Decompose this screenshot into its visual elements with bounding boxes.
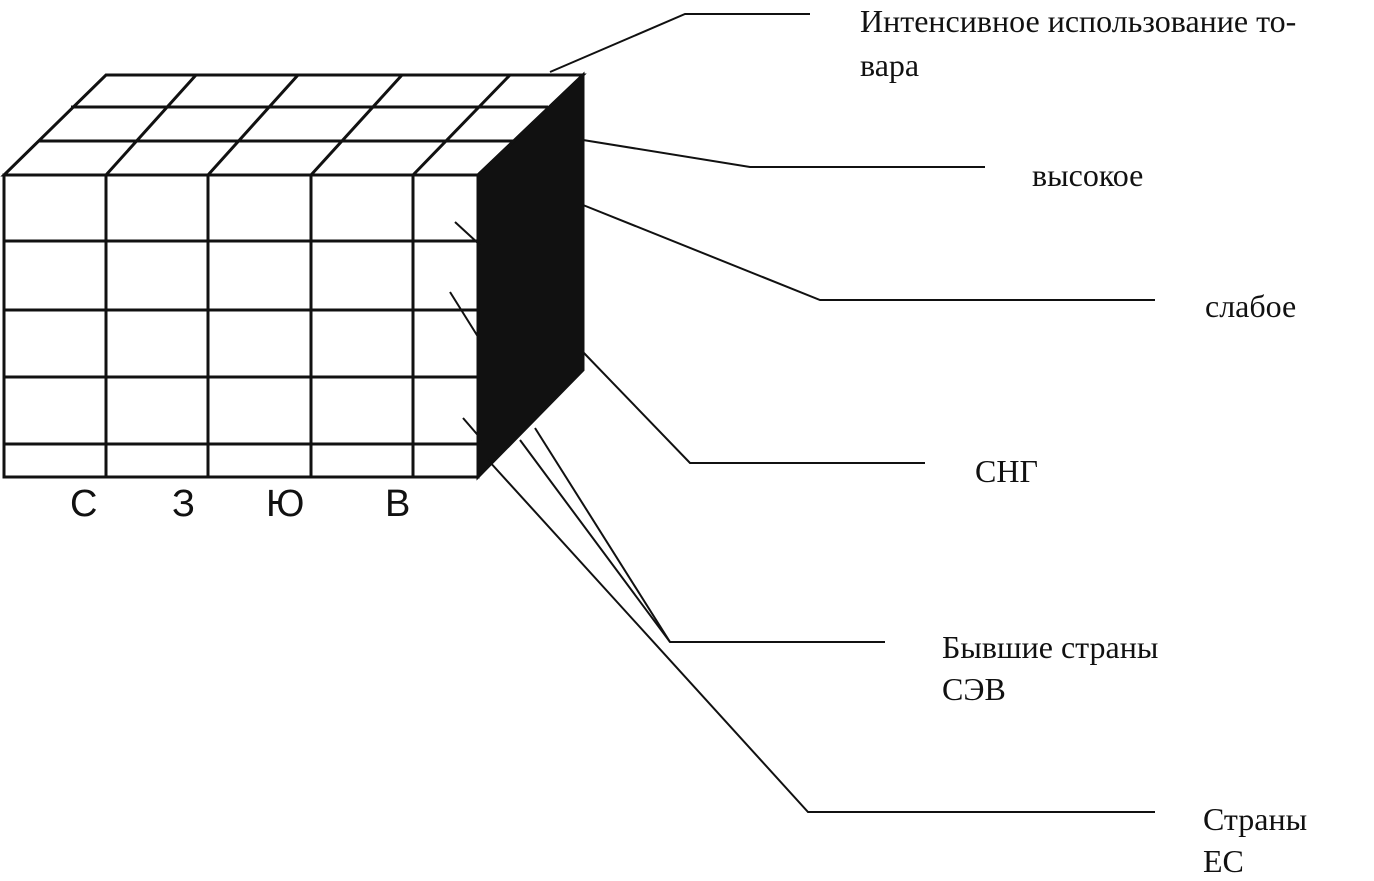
label-high: высокое (1032, 157, 1144, 193)
axis-label-south: Ю (266, 483, 305, 525)
small-tick-marks (449, 221, 483, 441)
leader-eu (487, 459, 1155, 813)
label-weak: слабое (1205, 288, 1297, 324)
axis-label-north: С (70, 483, 98, 525)
cube-front-face (2, 173, 480, 479)
label-intensive-line2: вара (860, 47, 920, 83)
label-eu-line2: ЕС (1203, 843, 1244, 879)
leader-intensive (549, 13, 810, 73)
label-former-cmea-line1: Бывшие страны (942, 629, 1159, 665)
label-eu: Страны ЕС (1203, 800, 1307, 880)
leader-cis (582, 351, 925, 464)
label-intensive-use: Интенсивное использование то- вара (860, 2, 1296, 84)
label-eu-line1: Страны (1203, 801, 1308, 837)
leader-high (582, 139, 985, 168)
label-intensive-line1: Интенсивное использование то- (860, 3, 1297, 39)
leader-former-cmea (519, 439, 885, 643)
leader-weak (582, 204, 1155, 301)
leader-eu-branch (534, 427, 671, 643)
cube-side-face (476, 71, 585, 481)
axis-label-east: В (385, 483, 411, 525)
label-former-cmea-line2: СЭВ (942, 671, 1006, 707)
label-former-cmea: Бывшие страны СЭВ (942, 628, 1158, 708)
axis-label-west: З (172, 483, 195, 525)
leader-lines (487, 13, 1155, 813)
label-cis: СНГ (975, 453, 1038, 489)
